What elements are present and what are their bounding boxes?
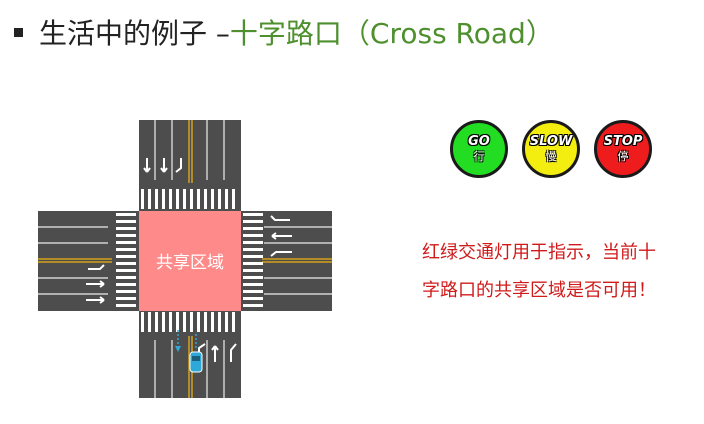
title-highlight: 十字路口（Cross Road）: [229, 17, 554, 50]
east-crosswalk: [243, 213, 263, 307]
north-median: [188, 120, 193, 183]
slow-signal-subtext: 慢: [545, 149, 557, 163]
south-crosswalk: [141, 312, 235, 332]
west-lane-arrows: [86, 264, 105, 304]
east-lane-arrows: [270, 215, 292, 257]
go-signal-text: GO: [468, 133, 490, 149]
slow-signal-icon: SLOW 慢: [522, 120, 580, 178]
east-lane-lines: [264, 226, 332, 295]
north-lane-lines: [154, 120, 225, 180]
east-median: [262, 258, 332, 263]
bullet-square-icon: [14, 27, 23, 37]
east-road: [241, 211, 332, 311]
shared-area-label: 共享区域: [156, 253, 224, 273]
slow-signal-text: SLOW: [529, 133, 573, 149]
north-crosswalk: [141, 189, 235, 209]
title-prefix: 生活中的例子 –: [39, 17, 230, 50]
north-lane-arrows: [143, 158, 182, 173]
west-median: [38, 258, 112, 263]
description-line-1: 红绿交通灯用于指示，当前十: [422, 242, 656, 263]
description-line-2: 字路口的共享区域是否可用！: [422, 280, 656, 301]
stop-signal-text: STOP: [603, 133, 643, 149]
shared-area: [139, 211, 241, 311]
go-signal-icon: GO 行: [450, 120, 508, 178]
stop-signal-subtext: 停: [617, 149, 629, 163]
slide-title: 生活中的例子 – 十字路口（Cross Road）: [10, 10, 554, 54]
car-icon: [175, 330, 203, 373]
description-text: 红绿交通灯用于指示，当前十 字路口的共享区域是否可用！: [422, 234, 700, 310]
west-road: [38, 211, 139, 311]
stop-signal-icon: STOP 停: [594, 120, 652, 178]
west-lane-lines: [38, 226, 108, 295]
west-crosswalk: [116, 213, 136, 307]
go-signal-subtext: 行: [473, 149, 485, 163]
south-lane-lines: [154, 340, 225, 398]
